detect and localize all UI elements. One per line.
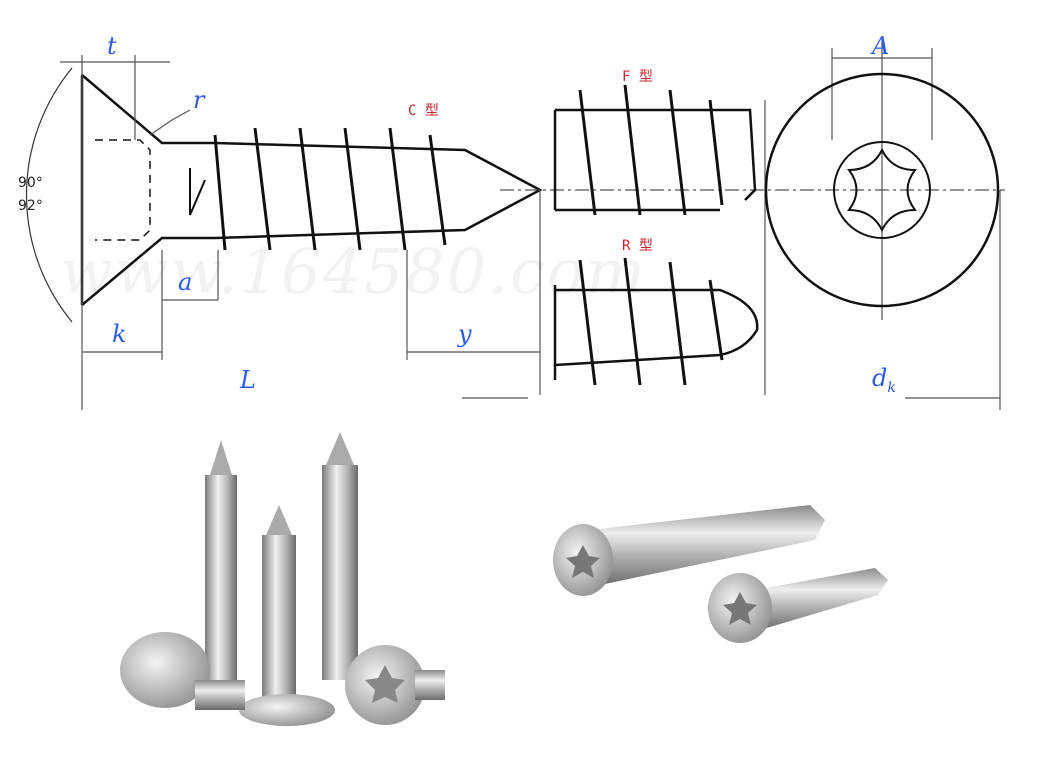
dimension-lines (25, 40, 1005, 410)
watermark: www.164580.com (60, 235, 647, 308)
f-type-screw-drawing (553, 84, 757, 216)
label-k: k (112, 320, 127, 348)
label-r: r (193, 86, 205, 114)
type-r-label: R 型 (622, 238, 653, 254)
photo-screw-group-left (120, 432, 445, 726)
label-dk-main: d (872, 364, 888, 392)
angle-92: 92° (18, 198, 43, 214)
label-dk-sub: k (887, 379, 896, 396)
angle-90: 90° (18, 175, 43, 191)
type-c-label: C 型 (408, 103, 439, 119)
label-a: a (178, 268, 193, 296)
label-t: t (107, 32, 117, 60)
label-y: y (458, 320, 472, 348)
photo-screw-group-right (553, 505, 888, 643)
type-f-label: F 型 (622, 69, 653, 85)
label-L: L (240, 366, 256, 394)
label-dk: dk (872, 364, 896, 396)
label-A: A (872, 32, 890, 60)
head-top-view (764, 72, 1000, 308)
r-type-screw-drawing (553, 257, 759, 386)
